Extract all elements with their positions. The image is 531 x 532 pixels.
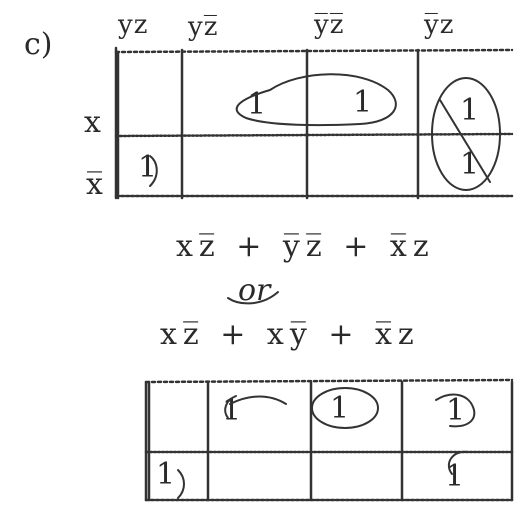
map1-cell-r1c3: 1 — [353, 85, 373, 120]
map1-cell-r1c4: 1 — [460, 93, 480, 128]
map1-col-header-4: y̅z — [424, 10, 455, 40]
map1-col-header-3: y̅z̅ — [314, 10, 345, 40]
map2-cell-r1c4: 1 — [446, 393, 466, 428]
map1-col-header-2: yz̅ — [188, 12, 219, 42]
map1-groupings — [149, 73, 501, 191]
map1-grid — [114, 46, 514, 200]
map2-groupings — [177, 387, 476, 499]
map1-row-header-2: x̅ — [86, 167, 103, 202]
map2-cell-r1c3: 1 — [330, 391, 350, 426]
map2-grid — [144, 378, 514, 502]
map1-cell-r2c1: 1 — [138, 150, 158, 185]
map2-cell-r2c1: 1 — [156, 457, 176, 492]
or-underline — [227, 291, 279, 305]
map1-col-header-1: yz — [118, 10, 149, 40]
problem-label: c) — [24, 27, 53, 62]
expression-2: xz̅ + xy̅ + x̅z — [160, 317, 420, 352]
map1-row-header-1: x — [84, 105, 101, 140]
expression-1: xz̅ + y̅z̅ + x̅z — [176, 229, 435, 264]
